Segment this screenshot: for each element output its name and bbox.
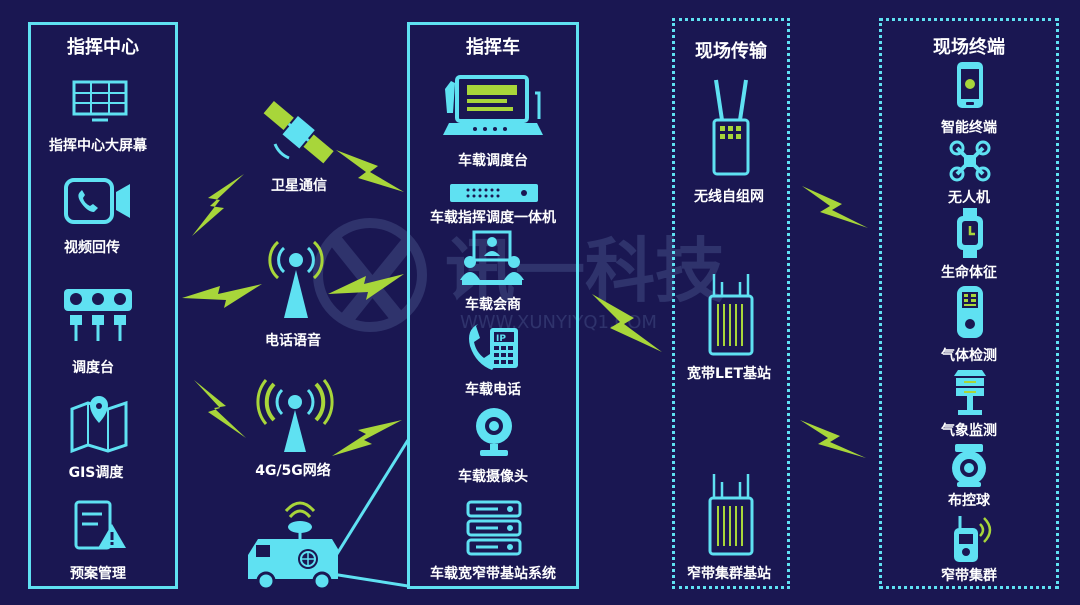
item-vehicle-camera: 车载摄像头 xyxy=(458,469,528,485)
large-screen-icon xyxy=(72,80,128,122)
bolt-phone-left xyxy=(182,284,262,308)
item-mesh-network: 无线自组网 xyxy=(694,189,764,205)
command-vehicle-icon xyxy=(248,501,338,591)
item-narrowband-radio: 窄带集群 xyxy=(941,568,997,584)
field-transmission-title: 现场传输 xyxy=(695,41,767,62)
field-terminals-panel: 现场终端 xyxy=(879,18,1059,589)
broadband-station-icon xyxy=(708,274,754,356)
command-center-panel: 指挥中心 xyxy=(28,22,178,589)
bolt-transmission-terminals-bottom xyxy=(800,420,866,458)
bolt-network-right xyxy=(332,420,402,456)
item-vehicle-dispatch-console: 车载调度台 xyxy=(458,153,528,169)
item-gis-dispatch: GIS调度 xyxy=(68,465,124,481)
vital-signs-icon xyxy=(957,208,983,258)
item-large-screen: 指挥中心大屏幕 xyxy=(49,138,147,154)
bolt-network-left xyxy=(194,380,246,438)
vehicle-conference-icon xyxy=(460,230,524,285)
phone-tower-icon xyxy=(268,240,324,318)
item-surveillance-ball: 布控球 xyxy=(948,493,990,509)
item-integrated-unit: 车载指挥调度一体机 xyxy=(430,210,556,226)
item-gas-detector: 气体检测 xyxy=(941,348,997,364)
bolt-phone-right xyxy=(328,274,404,300)
vehicle-camera-icon xyxy=(476,408,512,456)
bolt-transmission-terminals-top xyxy=(802,186,868,228)
gis-map-icon xyxy=(70,396,128,454)
drone-icon xyxy=(949,140,991,182)
item-vital-signs: 生命体征 xyxy=(941,265,997,281)
vehicle-dispatch-console-icon xyxy=(443,75,543,135)
item-dispatch-console: 调度台 xyxy=(72,360,114,376)
integrated-unit-icon xyxy=(450,184,538,202)
contingency-plan-icon xyxy=(74,500,126,550)
vehicle-connector-lines xyxy=(330,439,410,588)
field-transmission-panel: 现场传输 xyxy=(672,18,790,589)
narrowband-station-icon xyxy=(708,474,754,556)
cellular-network-icon xyxy=(256,379,334,452)
video-camera-icon xyxy=(64,178,130,224)
item-vehicle-phone: 车载电话 xyxy=(465,382,521,398)
narrowband-radio-icon xyxy=(954,516,992,562)
weather-station-icon xyxy=(954,370,986,415)
satellite-icon xyxy=(263,101,334,164)
link-4g5g-network: 4G/5G网络 xyxy=(255,463,331,479)
command-vehicle-title: 指挥车 xyxy=(466,37,520,58)
bolt-vehicle-transmission xyxy=(592,294,662,352)
item-video-return: 视频回传 xyxy=(64,240,120,256)
smart-terminal-icon xyxy=(957,62,983,108)
surveillance-ball-icon xyxy=(952,444,986,487)
item-base-station-system: 车载宽窄带基站系统 xyxy=(430,566,556,582)
command-center-title: 指挥中心 xyxy=(67,37,139,58)
bolt-satellite-left xyxy=(192,174,244,236)
field-terminals-title: 现场终端 xyxy=(933,37,1005,58)
mesh-network-icon xyxy=(712,79,750,176)
svg-text:IP: IP xyxy=(496,334,506,344)
command-vehicle-panel: 指挥车 xyxy=(407,22,579,589)
link-phone-voice: 电话语音 xyxy=(265,333,321,349)
dispatch-console-icon xyxy=(64,289,132,341)
item-contingency-plan: 预案管理 xyxy=(70,566,126,582)
bolt-satellite-right xyxy=(336,150,404,192)
item-vehicle-conference: 车载会商 xyxy=(465,297,521,313)
item-broadband-station: 宽带LET基站 xyxy=(686,366,772,382)
link-satellite: 卫星通信 xyxy=(271,178,327,194)
item-smart-terminal: 智能终端 xyxy=(941,120,997,136)
gas-detector-icon xyxy=(957,286,983,338)
vehicle-phone-icon: IP xyxy=(469,324,518,370)
base-station-system-icon xyxy=(466,500,522,556)
item-drone: 无人机 xyxy=(948,190,990,206)
item-narrowband-station: 窄带集群基站 xyxy=(687,566,771,582)
item-weather-monitor: 气象监测 xyxy=(941,423,997,439)
